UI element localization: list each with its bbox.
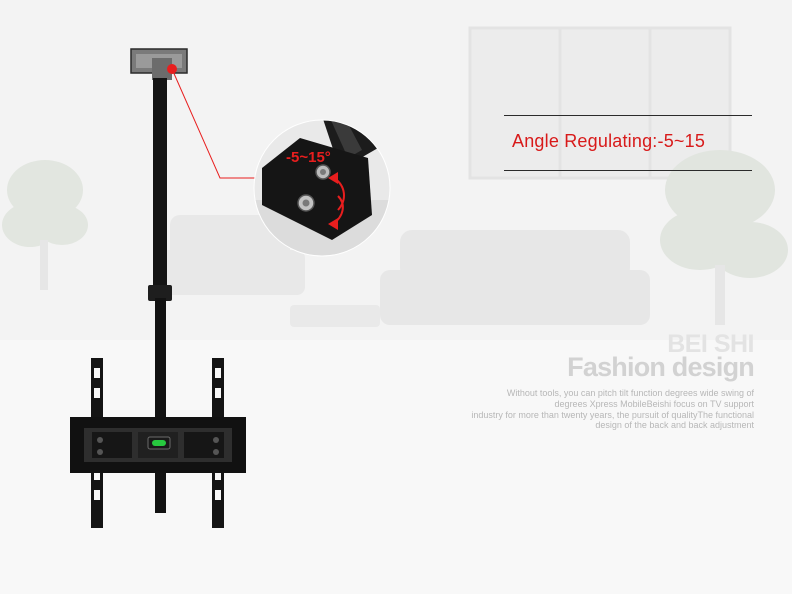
description-line: industry for more than twenty years, the… [471,409,754,420]
tv-bracket-frame [70,417,246,473]
coffee-table [290,305,380,327]
lower-pole [155,298,166,513]
callout-leader-line [171,68,272,179]
product-description: Without tools, you can pitch tilt functi… [430,388,754,431]
brand-tagline: Fashion design [567,352,755,382]
pivot-detail-zoom [254,120,390,256]
description-line: Without tools, you can pitch tilt functi… [506,388,754,398]
sofa-right [380,230,650,325]
description-line: degrees Xpress MobileBeishi focus on TV … [554,398,754,409]
description-line: design of the back and back adjustment [595,420,754,431]
upper-pole [153,78,167,293]
bubble-level-icon [147,436,171,450]
headline-bottom-rule [504,170,752,171]
plant-left [2,160,88,290]
window-frame [468,26,732,180]
ceiling-plate [130,48,188,80]
angle-regulating-label: Angle Regulating:-5~15 [512,131,706,151]
sofa-left [160,215,305,295]
headline-top-rule [504,115,752,116]
brand-name: BEI SHI [667,330,754,358]
tilt-range-label: -5~15° [286,149,331,166]
